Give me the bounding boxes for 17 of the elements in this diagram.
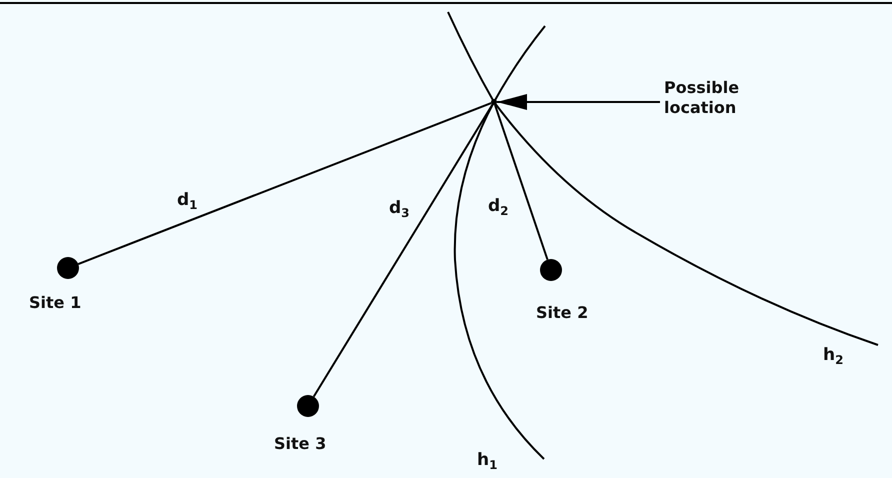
site-label: Site 3	[274, 434, 326, 454]
distance-line	[312, 104, 494, 398]
edge-label: d$_{1}$	[176, 190, 199, 210]
intersection-point	[491, 99, 497, 105]
distance-line	[494, 104, 548, 260]
edge-label: d$_{2}$	[487, 196, 510, 216]
distance-line	[78, 102, 492, 265]
site-dot	[297, 395, 319, 417]
site-label: Site 1	[29, 293, 82, 313]
edge-label: d$_{3}$	[388, 198, 411, 218]
callout-text: Possible location	[664, 78, 760, 118]
site-dot	[540, 259, 562, 281]
site-label: Site 2	[536, 303, 588, 323]
curve-label: h$_{2}$	[822, 345, 844, 365]
curve-label: h$_{1}$	[476, 450, 498, 470]
arrow	[497, 94, 660, 110]
site-dot	[57, 257, 79, 279]
